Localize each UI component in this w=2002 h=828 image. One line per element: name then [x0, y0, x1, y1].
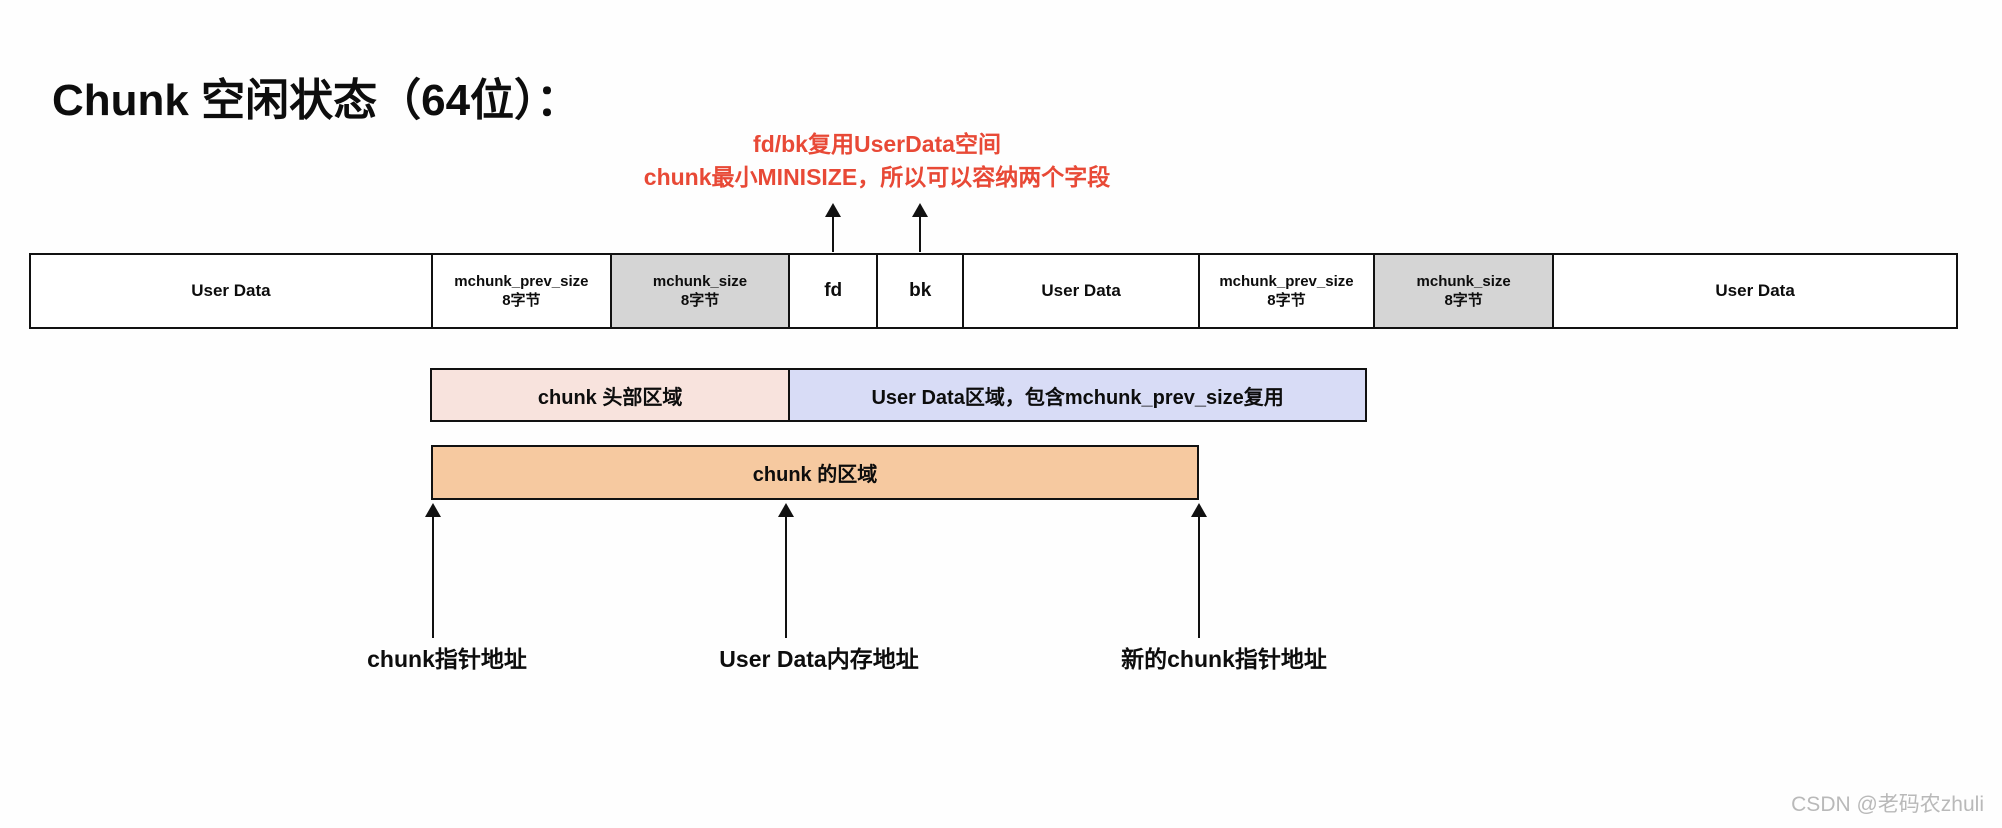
fd-up-arrow	[825, 203, 841, 252]
cell-label: mchunk_prev_size	[454, 273, 589, 290]
diagram-title: Chunk 空闲状态（64位）：	[52, 76, 581, 125]
chunk-pointer-label: chunk指针地址	[367, 646, 527, 672]
userdata-region-box: User Data区域，包含mchunk_prev_size复用	[790, 370, 1365, 420]
cell-mchunk-prev-size-2: mchunk_prev_size 8字节	[1199, 255, 1376, 327]
cell-label: mchunk_prev_size	[1219, 273, 1354, 290]
userdata-address-arrow	[778, 503, 794, 638]
annotation-line-1: fd/bk复用UserData空间	[753, 131, 1001, 157]
fd-bk-reuse-annotation: fd/bk复用UserData空间 chunk最小MINISIZE，所以可以容纳…	[577, 128, 1177, 194]
bk-up-arrow	[912, 203, 928, 252]
region-legend-row: chunk 头部区域 User Data区域，包含mchunk_prev_siz…	[430, 368, 1367, 422]
arrow-head-icon	[778, 503, 794, 517]
cell-label: mchunk_size	[1416, 273, 1511, 290]
annotation-line-2: chunk最小MINISIZE，所以可以容纳两个字段	[643, 164, 1111, 190]
cell-bk: bk	[878, 255, 965, 327]
csdn-watermark: CSDN @老码农zhuli	[1791, 793, 1984, 816]
cell-size-label: 8字节	[680, 292, 720, 309]
arrow-head-icon	[1191, 503, 1207, 517]
cell-size-label: 8字节	[1267, 292, 1306, 309]
cell-mchunk-size-1: mchunk_size 8字节	[611, 255, 791, 327]
cell-mchunk-prev-size-1: mchunk_prev_size 8字节	[432, 255, 612, 327]
chunk-region-box: chunk 的区域	[431, 445, 1199, 500]
chunk-pointer-arrow	[425, 503, 441, 638]
arrow-head-icon	[425, 503, 441, 517]
cell-size-label: 8字节	[502, 292, 541, 309]
next-chunk-pointer-label: 新的chunk指针地址	[1121, 646, 1327, 672]
userdata-address-label: User Data内存地址	[719, 646, 919, 672]
arrow-head-icon	[912, 203, 928, 217]
memory-layout-bar: User Data mchunk_prev_size 8字节 mchunk_si…	[29, 253, 1958, 329]
cell-user-data-1: User Data	[31, 255, 433, 327]
cell-label: bk	[909, 280, 932, 301]
cell-label: mchunk_size	[652, 273, 748, 290]
cell-label: fd	[824, 280, 843, 301]
cell-size-label: 8字节	[1444, 292, 1483, 309]
cell-fd: fd	[790, 255, 879, 327]
chunk-header-region-box: chunk 头部区域	[432, 370, 791, 420]
cell-user-data-3: User Data	[1554, 255, 1956, 327]
cell-label: User Data	[1715, 281, 1795, 300]
cell-user-data-2: User Data	[964, 255, 1200, 327]
cell-label: User Data	[191, 281, 271, 300]
cell-label: User Data	[1041, 281, 1121, 300]
next-chunk-pointer-arrow	[1191, 503, 1207, 638]
arrow-head-icon	[825, 203, 841, 217]
cell-mchunk-size-2: mchunk_size 8字节	[1375, 255, 1555, 327]
